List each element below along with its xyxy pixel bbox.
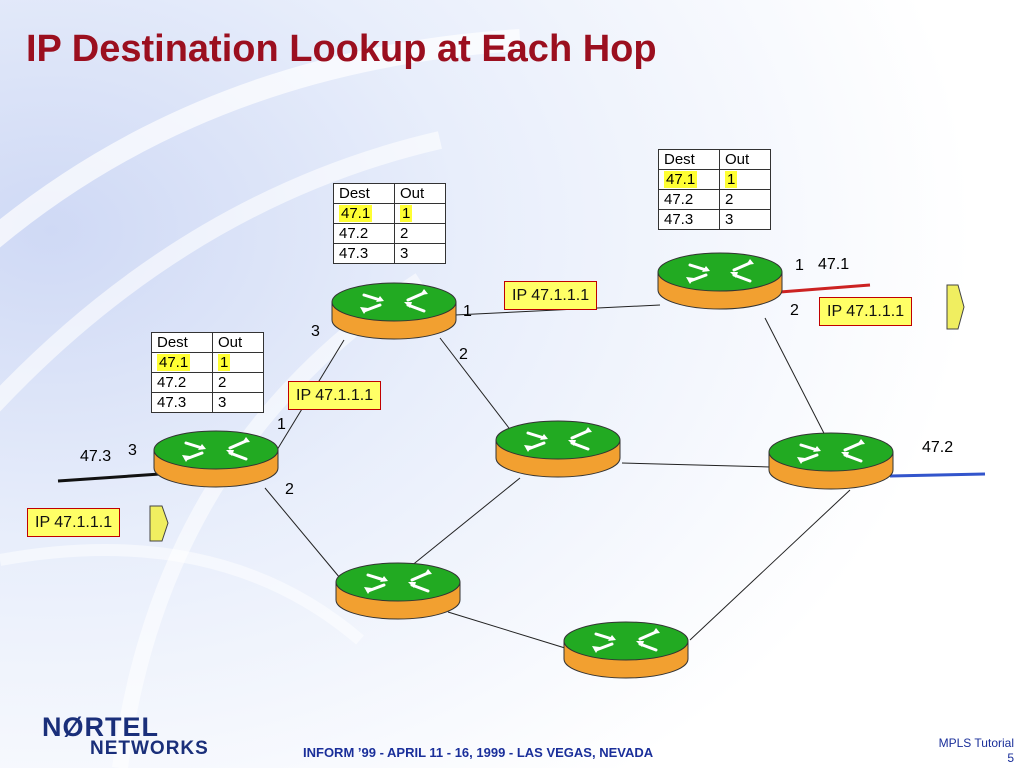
table-cell: 47.3 bbox=[333, 243, 395, 264]
footer-course: MPLS Tutorial bbox=[938, 736, 1014, 750]
table-header: Dest bbox=[151, 332, 213, 353]
table-cell: 1 bbox=[400, 205, 413, 222]
table-cell: 47.3 bbox=[151, 392, 213, 413]
link-r2-r3 bbox=[454, 304, 661, 316]
table-header: Out bbox=[212, 332, 264, 353]
port-label: 1 bbox=[795, 257, 804, 274]
network-label: 47.2 bbox=[922, 439, 954, 456]
table-header: Dest bbox=[333, 183, 395, 204]
link-r2-r4 bbox=[439, 337, 513, 433]
router-6 bbox=[562, 620, 690, 680]
arrow-icon bbox=[149, 505, 169, 542]
port-label: 1 bbox=[277, 416, 286, 433]
table-cell: 47.1 bbox=[664, 171, 698, 188]
table-cell: 47.1 bbox=[339, 205, 373, 222]
link-network-47-2 bbox=[889, 472, 986, 478]
table-header: Dest bbox=[658, 149, 720, 170]
table-cell: 3 bbox=[212, 392, 264, 413]
packet-label: IP 47.1.1.1 bbox=[288, 381, 382, 410]
link-network-47-3 bbox=[57, 472, 161, 483]
page-title: IP Destination Lookup at Each Hop bbox=[26, 28, 657, 70]
router-5 bbox=[334, 561, 462, 621]
packet-label: IP 47.1.1.1 bbox=[504, 281, 598, 310]
table-header: Out bbox=[719, 149, 771, 170]
port-label: 2 bbox=[790, 302, 799, 319]
table-cell: 3 bbox=[394, 243, 446, 264]
router-2 bbox=[330, 281, 458, 341]
table-header: Out bbox=[394, 183, 446, 204]
router-3 bbox=[656, 251, 784, 311]
port-label: 1 bbox=[463, 303, 472, 320]
packet-label: IP 47.1.1.1 bbox=[819, 297, 913, 326]
network-label: 47.1 bbox=[818, 256, 850, 273]
nortel-logo-subtitle: NETWORKS bbox=[90, 738, 209, 759]
page-number: 5 bbox=[1007, 751, 1014, 765]
link-r7-r6 bbox=[689, 489, 851, 641]
footer-event: INFORM ’99 - APRIL 11 - 16, 1999 - LAS V… bbox=[303, 745, 654, 760]
link-r5-r6 bbox=[447, 611, 566, 649]
table-cell: 2 bbox=[719, 189, 771, 210]
table-cell: 3 bbox=[719, 209, 771, 230]
table-cell: 47.2 bbox=[333, 223, 395, 244]
arrow-icon bbox=[946, 284, 965, 330]
router-1 bbox=[152, 429, 280, 489]
table-cell: 2 bbox=[394, 223, 446, 244]
table-cell: 47.3 bbox=[658, 209, 720, 230]
port-label: 3 bbox=[311, 323, 320, 340]
nortel-logo: NØRTEL bbox=[42, 712, 159, 742]
table-cell: 47.2 bbox=[658, 189, 720, 210]
link-network-47-1 bbox=[779, 283, 871, 294]
table-cell: 1 bbox=[725, 171, 738, 188]
table-cell: 47.1 bbox=[157, 354, 191, 371]
link-r5-r4 bbox=[399, 477, 521, 576]
port-label: 2 bbox=[459, 346, 468, 363]
table-cell: 47.2 bbox=[151, 372, 213, 393]
link-r1-r5 bbox=[264, 487, 341, 579]
router-4 bbox=[494, 419, 622, 479]
table-cell: 2 bbox=[212, 372, 264, 393]
port-label: 2 bbox=[285, 481, 294, 498]
port-label: 3 bbox=[128, 442, 137, 459]
links bbox=[264, 304, 851, 649]
network-label: 47.3 bbox=[80, 448, 112, 465]
link-r4-r7 bbox=[621, 462, 771, 468]
link-r3-r7 bbox=[764, 317, 831, 446]
table-cell: 1 bbox=[218, 354, 231, 371]
router-7 bbox=[767, 431, 895, 491]
packet-label: IP 47.1.1.1 bbox=[27, 508, 121, 537]
